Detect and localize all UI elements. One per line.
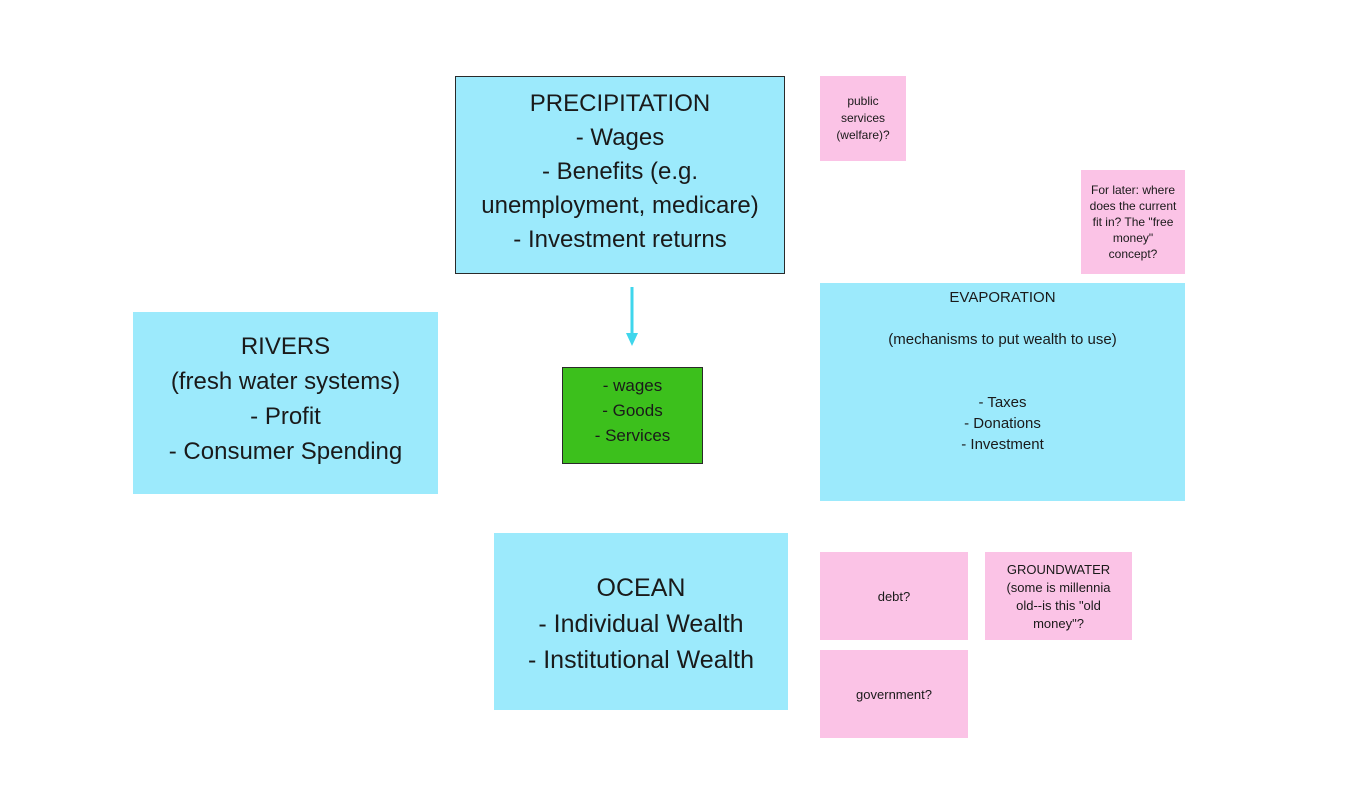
- sticky-note-line: debt?: [877, 588, 911, 604]
- flow-item: - Goods: [602, 401, 663, 420]
- arrow-head: [626, 333, 638, 346]
- precipitation-item: - Wages: [575, 124, 665, 151]
- rivers-item: - Profit: [250, 403, 321, 430]
- debt-sticky-note[interactable]: debt?: [820, 552, 968, 640]
- precipitation-item: - Investment returns: [513, 226, 727, 253]
- sticky-note-line: public: [847, 94, 879, 108]
- government-sticky-note[interactable]: government?: [820, 650, 968, 738]
- sticky-note-line: money": [1112, 231, 1154, 245]
- sticky-note-line: concept?: [1108, 247, 1158, 261]
- rivers-item: - Consumer Spending: [168, 438, 403, 465]
- sticky-note-line: does the current: [1089, 199, 1177, 213]
- precipitation-item: - Benefits (e.g.: [541, 158, 699, 185]
- flow-note[interactable]: - wages - Goods - Services: [562, 367, 703, 464]
- rivers-note[interactable]: RIVERS (fresh water systems) - Profit - …: [133, 312, 438, 494]
- sticky-note-line: (welfare)?: [836, 128, 890, 142]
- for-later-sticky-note[interactable]: For later: where does the current fit in…: [1081, 170, 1185, 274]
- ocean-item: - Individual Wealth: [538, 609, 744, 638]
- sticky-note-line: fit in? The "free: [1092, 215, 1174, 229]
- precipitation-note[interactable]: PRECIPITATION - Wages - Benefits (e.g. u…: [455, 76, 785, 274]
- evaporation-subtitle: (mechanisms to put wealth to use): [888, 331, 1117, 348]
- flow-item: - Services: [594, 426, 671, 445]
- ocean-item: - Institutional Wealth: [527, 645, 755, 674]
- down-arrow-connector[interactable]: [620, 285, 644, 349]
- evaporation-list: - Taxes - Donations - Investment: [961, 392, 1044, 455]
- precipitation-title: PRECIPITATION: [529, 90, 711, 117]
- rivers-item: (fresh water systems): [170, 368, 401, 395]
- ocean-note[interactable]: OCEAN - Individual Wealth - Institutiona…: [494, 533, 788, 710]
- ocean-title: OCEAN: [596, 573, 686, 602]
- rivers-title: RIVERS: [240, 333, 331, 360]
- precipitation-item: unemployment, medicare): [481, 192, 759, 219]
- sticky-note-line: For later: where: [1090, 183, 1176, 197]
- evaporation-item: - Donations: [964, 415, 1041, 432]
- groundwater-sticky-note[interactable]: GROUNDWATER (some is millennia old--is t…: [985, 552, 1132, 640]
- sticky-note-line: GROUNDWATER: [1006, 562, 1111, 577]
- flow-item: - wages: [602, 376, 663, 395]
- evaporation-item: - Investment: [961, 436, 1044, 453]
- sticky-note-line: government?: [856, 686, 932, 702]
- sticky-note-line: money"?: [1033, 616, 1084, 631]
- evaporation-title: EVAPORATION: [949, 289, 1056, 306]
- evaporation-item: - Taxes: [978, 394, 1027, 411]
- sticky-note-line: old--is this "old: [1016, 598, 1101, 613]
- evaporation-note[interactable]: EVAPORATION (mechanisms to put wealth to…: [820, 283, 1185, 501]
- sticky-note-line: services: [840, 111, 885, 125]
- public-services-sticky-note[interactable]: public services (welfare)?: [820, 76, 906, 161]
- sticky-note-line: (some is millennia: [1006, 580, 1111, 595]
